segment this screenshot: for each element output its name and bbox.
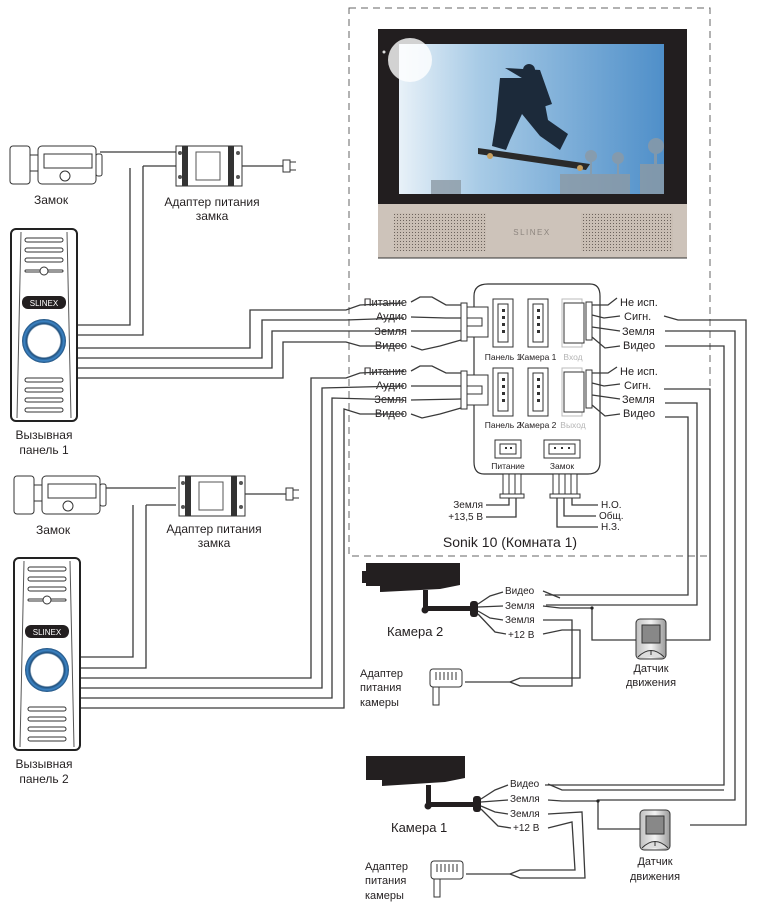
camera1-adapter: Адаптер питания камеры [365, 860, 464, 902]
pin-label: Земля [622, 326, 655, 338]
sensor1-label: движения [626, 677, 676, 689]
camera1-pin: Земля [510, 809, 540, 820]
motion-sensor-1: Датчик движения [626, 618, 676, 689]
monitor: SLINEX [378, 29, 687, 259]
panel1-label: Вызывная [16, 428, 73, 442]
speaker-grill-right [581, 213, 673, 251]
lock-1: Замок [9, 145, 103, 207]
io2-plug [585, 369, 593, 409]
camera2-name: Камера 2 [387, 624, 443, 639]
camera2-pin: Земля [505, 601, 535, 612]
lock-socket [543, 439, 581, 459]
camera1-pin: Земля [510, 794, 540, 805]
camera2-pin: Видео [505, 586, 535, 597]
sensor1-label: Датчик [633, 663, 668, 675]
camera1-pin: +12 В [513, 823, 540, 834]
label-power: Питание [491, 461, 525, 471]
label-lock: Замок [550, 461, 574, 471]
call-panel-2: SLINEX Вызывная панель 2 [13, 557, 81, 786]
camera1-name: Камера 1 [391, 820, 447, 835]
camera2: Камера 2 Видео Земля Земля +12 В [362, 563, 666, 687]
pin-label: Н.О. [601, 500, 622, 511]
pin-label: Н.З. [601, 522, 620, 533]
label-output: Выход [560, 420, 585, 430]
sensor2-label: Датчик [637, 856, 672, 868]
panel1-brand-logo: SLINEX [30, 299, 59, 308]
lock-adapter1-label: Адаптер питания [164, 195, 259, 209]
pin-label: Земля [622, 394, 655, 406]
panel2-label: панель 2 [19, 772, 69, 786]
output-socket [561, 367, 585, 417]
pin-label: Видео [623, 408, 655, 420]
camera2-adapter-label: Адаптер [360, 668, 403, 680]
camera1-adapter-label: Адаптер [365, 861, 408, 873]
panel2-label: Вызывная [16, 757, 73, 771]
pin-label: +13,5 В [448, 512, 483, 523]
camera2-adapter-label: питания [360, 682, 401, 694]
lock-adapter2-label: замка [198, 536, 231, 550]
camera2-socket [527, 367, 549, 417]
power-plug [499, 473, 525, 499]
camera1-socket [527, 298, 549, 348]
camera1-adapter-label: питания [365, 875, 406, 887]
lock-plug [549, 473, 581, 499]
call-button-icon[interactable] [22, 319, 66, 363]
motion-sensor-2: Датчик движения [630, 809, 680, 883]
lock-adapter-2: Адаптер питания замка [166, 475, 299, 550]
camera1: Камера 1 Видео Земля Земля +12 В [366, 756, 724, 879]
camera2-adapter-label: камеры [360, 697, 399, 709]
label-input: Вход [563, 352, 582, 362]
label-panel2: Панель 2 [485, 420, 522, 430]
pin-label: Общ. [599, 510, 624, 522]
monitor-brand-logo: SLINEX [513, 228, 550, 237]
pin-label: Аудио [376, 311, 407, 323]
label-panel1: Панель 1 [485, 352, 522, 362]
lock-adapter-1: Адаптер питания замка [164, 145, 296, 223]
room-boundary [348, 7, 711, 557]
panel1-label: панель 1 [19, 443, 69, 457]
pin-label: Видео [623, 340, 655, 352]
input-socket [561, 298, 585, 348]
pin-label: Земля [453, 500, 483, 511]
monitor-screen-image [388, 38, 664, 194]
camera1-pin: Видео [510, 779, 540, 790]
camera2-adapter: Адаптер питания камеры [360, 668, 463, 709]
lock-2: Замок [13, 475, 107, 537]
connector-board: Панель 1 Камера 1 Вход Панель 2 Камера 2… [473, 283, 601, 475]
pin-label: Сигн. [624, 311, 651, 323]
camera1-adapter-label: камеры [365, 890, 404, 902]
pin-label: Не исп. [620, 297, 658, 309]
panel2-socket [492, 367, 514, 417]
power-socket [494, 439, 522, 459]
camera2-pin: +12 В [508, 630, 535, 641]
pin-label: Земля [374, 326, 407, 338]
monitor-indicator-icon [382, 50, 386, 54]
panel1-plug [460, 302, 489, 342]
call-panel-1: SLINEX Вызывная панель 1 [10, 228, 78, 457]
panel1-socket [492, 298, 514, 348]
pin-label: Не исп. [620, 366, 658, 378]
camera2-pin: Земля [505, 615, 535, 626]
lock-adapter2-label: Адаптер питания [166, 522, 261, 536]
monitor-model-caption: Sonik 10 (Комната 1) [443, 534, 577, 550]
sensor2-label: движения [630, 871, 680, 883]
panel2-plug [460, 370, 489, 410]
pin-label: Сигн. [624, 380, 651, 392]
lock1-label: Замок [34, 193, 69, 207]
lock2-label: Замок [36, 523, 71, 537]
io1-plug [585, 301, 593, 341]
pin-label: Питание [364, 297, 407, 309]
label-camera1: Камера 1 [520, 352, 557, 362]
panel2-brand-logo: SLINEX [33, 628, 62, 637]
label-camera2: Камера 2 [520, 420, 557, 430]
lock-adapter1-label: замка [196, 209, 229, 223]
call-button-icon[interactable] [25, 648, 69, 692]
speaker-grill-left [394, 213, 486, 251]
